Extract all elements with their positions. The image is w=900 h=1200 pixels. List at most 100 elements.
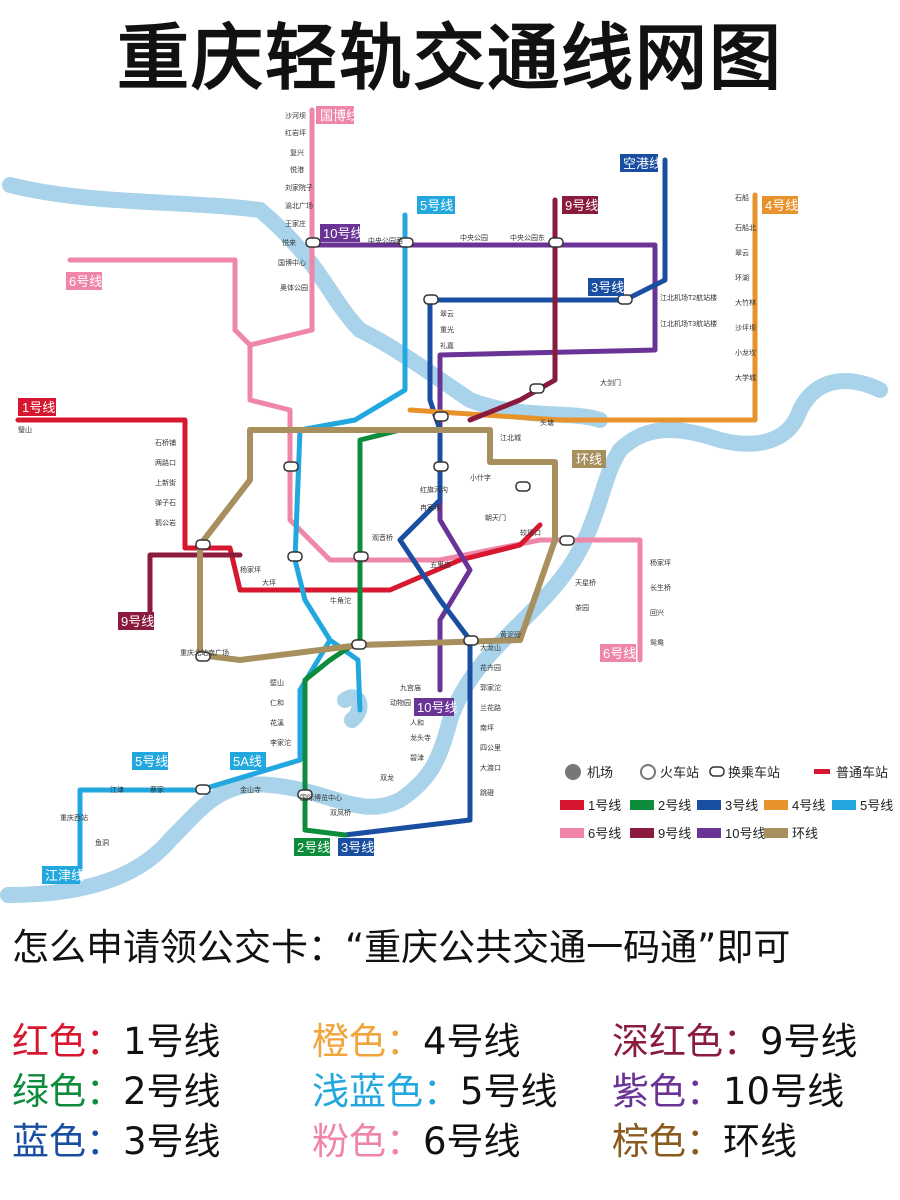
airport-icon [565, 764, 581, 780]
transfer-icon [709, 766, 725, 777]
transfer-legend: 换乘车站 [709, 765, 780, 780]
station-label: 石桥铺 [155, 438, 176, 447]
legend-line-label: 5号线 [860, 798, 893, 813]
station-label: 龙头寺 [410, 733, 431, 742]
svg-text:普通车站: 普通车站 [836, 765, 888, 780]
station-label: 郭家沱 [480, 683, 501, 692]
badge-3-mid: 3号线 [588, 278, 624, 296]
station-label: 中央公园东 [510, 233, 545, 242]
metro-map: 国博线 10号线 5号线 9号线 空港线 4号线 6号线 3号线 1号线 环线 … [0, 106, 893, 903]
svg-text:江津线: 江津线 [45, 868, 84, 883]
line-9 [147, 197, 558, 623]
station-label: 江北机场T3航站楼 [660, 319, 717, 328]
station-label: 礼嘉 [440, 341, 454, 350]
legend-line-label: 9号线 [658, 826, 691, 841]
svg-text:机场: 机场 [587, 765, 613, 780]
station-label: 朝天门 [485, 513, 506, 522]
color-key-item: 红色：1号线 [12, 1017, 221, 1067]
color-key-line: 6号线 [423, 1120, 521, 1163]
legend-line-swatch [764, 828, 788, 838]
station-label: 国博中心 [278, 258, 306, 267]
badge-2-bot: 2号线 [294, 838, 330, 856]
station-label: 大学城 [735, 373, 756, 382]
color-key-line: 2号线 [123, 1070, 221, 1113]
legend-line-label: 4号线 [792, 798, 825, 813]
station-label: 两路口 [155, 458, 176, 467]
station-label: 中央公园西 [368, 236, 403, 245]
legend-line-item: 6号线 [560, 826, 621, 841]
color-key-item: 绿色：2号线 [12, 1067, 221, 1117]
yangtze-river [0, 373, 888, 903]
legend-line-item: 10号线 [697, 826, 765, 841]
station-label: 沙坪坝 [735, 323, 756, 332]
station-label: 花卉园 [480, 663, 501, 672]
svg-text:空港线: 空港线 [623, 156, 662, 171]
station-label: 较场口 [520, 528, 541, 537]
railway-icon [640, 764, 656, 780]
station-label: 壁山 [270, 678, 284, 687]
svg-text:4号线: 4号线 [765, 198, 798, 213]
loop-line [197, 427, 558, 663]
page-title: 重庆轻轨交通线网图 [116, 16, 783, 100]
station-label: 江北机场T2航站楼 [660, 293, 717, 302]
color-key-item: 橙色：4号线 [312, 1017, 521, 1067]
station-label: 双龙 [380, 773, 394, 782]
legend-line-label: 6号线 [588, 826, 621, 841]
station-label: 悦来 [282, 238, 296, 247]
svg-text:10号线: 10号线 [417, 700, 457, 715]
badge-6-left: 6号线 [66, 272, 102, 290]
color-key-name: 蓝色： [12, 1120, 123, 1163]
station-label: 鸳鸯 [650, 638, 664, 647]
line-1 [15, 417, 543, 593]
station-label: 牛角沱 [330, 596, 351, 605]
line-3 [342, 157, 668, 838]
station-label: 重庆北站南广场 [180, 648, 229, 657]
station-label: 黄泥磅 [500, 630, 521, 639]
station-label: 大剑门 [600, 378, 621, 387]
badge-4-top: 4号线 [762, 196, 798, 214]
badge-1-left: 1号线 [18, 398, 56, 416]
station-label: 石船北 [735, 223, 756, 232]
station-label: 长生桥 [650, 583, 671, 592]
station-label: 回兴 [650, 608, 664, 617]
jialing-river [2, 177, 608, 428]
station-label: 南坪 [480, 723, 494, 732]
line-6 [67, 257, 643, 663]
station-label: 江津 [110, 786, 124, 794]
color-key-line: 10号线 [723, 1070, 845, 1113]
svg-text:6号线: 6号线 [69, 274, 102, 289]
legend-line-swatch [630, 828, 654, 838]
station-label: 跳磴 [480, 788, 494, 797]
station-label: 重光 [440, 325, 454, 334]
color-key-name: 绿色： [12, 1070, 123, 1113]
station-label: 石船 [735, 193, 749, 202]
color-key-line: 4号线 [423, 1020, 521, 1063]
transfer-stations [195, 237, 633, 800]
legend-line-item: 5号线 [832, 798, 893, 813]
station-label: 悦港 [290, 165, 304, 174]
station-label: 大坪 [262, 578, 276, 587]
station-label: 小龙坎 [735, 348, 756, 357]
station-label: 小什字 [470, 473, 491, 482]
station-label: 碧津 [410, 753, 424, 762]
legend-line-item: 1号线 [560, 798, 621, 813]
svg-text:3号线: 3号线 [591, 280, 624, 295]
station-label: 杨家坪 [650, 558, 671, 567]
svg-text:9号线: 9号线 [121, 614, 154, 629]
svg-text:10号线: 10号线 [323, 226, 363, 241]
normal-station-icon [814, 769, 830, 774]
color-key-item: 蓝色：3号线 [12, 1117, 221, 1167]
station-label: 动物园 [390, 698, 411, 707]
color-key-line: 环线 [723, 1120, 797, 1163]
station-label: 人和 [410, 718, 424, 727]
svg-text:5号线: 5号线 [135, 754, 168, 769]
station-label: 刘家院子 [285, 183, 313, 192]
station-label: 红旗河沟 [420, 485, 448, 494]
station-label: 上新街 [155, 478, 176, 487]
badge-6-right: 6号线 [600, 644, 636, 662]
color-key-name: 红色： [12, 1020, 123, 1063]
legend-line-swatch [697, 828, 721, 838]
station-label: 鹅公岩 [155, 518, 176, 527]
station-label: 璧山 [18, 425, 32, 434]
